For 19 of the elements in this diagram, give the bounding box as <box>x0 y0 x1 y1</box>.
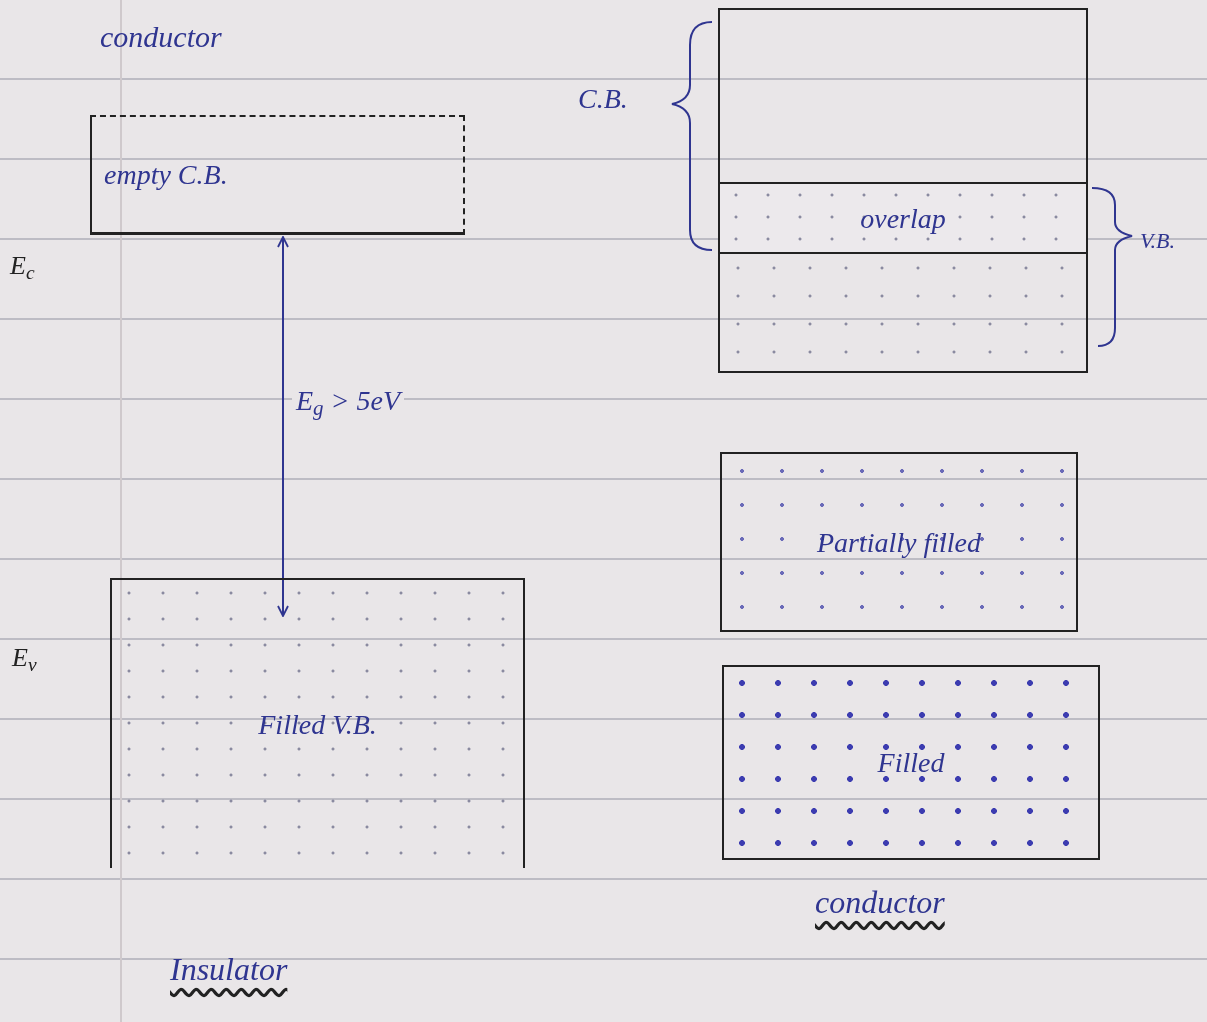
band-text: Filled <box>877 746 945 780</box>
energy-level-label: E$_{c}$ <box>10 250 35 285</box>
band-box <box>720 452 1078 632</box>
caption-text: conductor <box>815 883 945 922</box>
band-text: Partially filled <box>816 525 982 560</box>
band-label: C.B. <box>578 82 628 116</box>
band-text: overlap <box>860 201 946 236</box>
band-text: Filled V.B. <box>258 707 377 742</box>
double-arrow <box>277 236 289 617</box>
band-box <box>90 115 465 235</box>
band-box <box>720 182 1086 254</box>
heading-text: conductor <box>100 19 222 55</box>
caption-text: Insulator <box>170 950 288 989</box>
band-box <box>722 665 1100 860</box>
band-label: V.B. <box>1140 227 1176 255</box>
energy-level-label: E$_{v}$ <box>12 642 37 677</box>
band-box <box>110 578 525 868</box>
band-text: empty C.B. <box>104 158 228 192</box>
band-box <box>718 8 1088 373</box>
